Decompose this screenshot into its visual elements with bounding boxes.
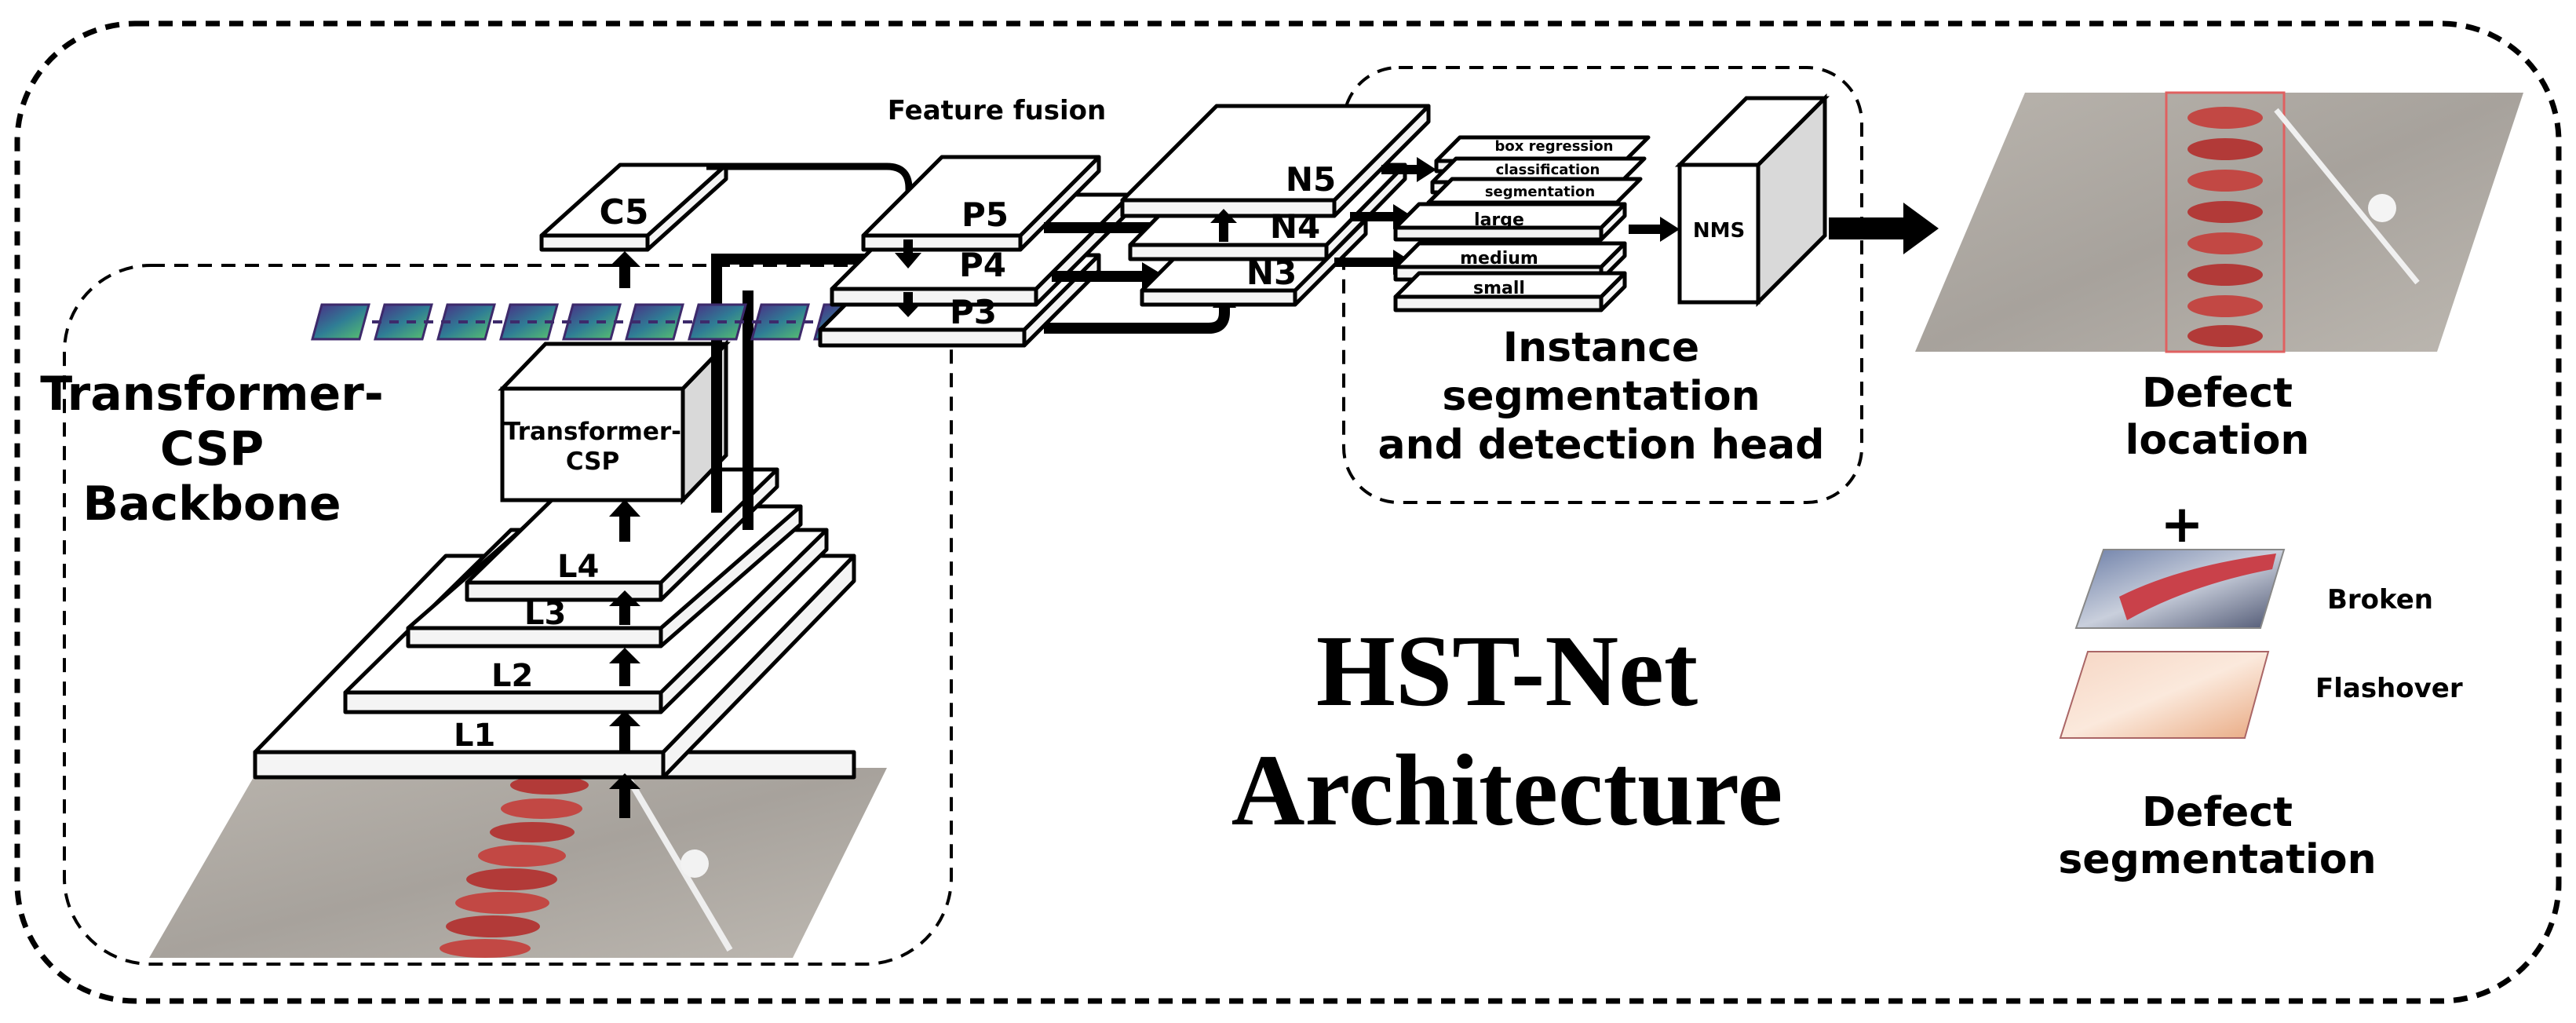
- backbone-label-3: Backbone: [82, 477, 341, 532]
- insulator-string-icon-output: [2187, 107, 2420, 347]
- n3-label: N3: [1246, 254, 1297, 292]
- head-task-classification: classification: [1496, 162, 1600, 178]
- nms-block: [1674, 93, 1830, 308]
- p3-label: P3: [950, 293, 997, 331]
- p4-label: P4: [959, 246, 1006, 284]
- p-downward-arrows: [895, 239, 921, 317]
- head-scale-stack: [1393, 202, 1627, 312]
- c5-label: C5: [600, 192, 649, 232]
- plus-sign: +: [2160, 494, 2203, 554]
- p5-label: P5: [961, 195, 1009, 234]
- n5-label: N5: [1286, 160, 1336, 199]
- detection-bbox: [2165, 91, 2286, 353]
- transformer-csp-label-2: CSP: [566, 448, 619, 476]
- n-upward-arrows: [1210, 209, 1237, 242]
- n5-plate: [1120, 104, 1431, 218]
- head-label-2: segmentation: [1442, 373, 1760, 420]
- defect-segmentation-label-2: segmentation: [2058, 836, 2376, 883]
- broken-sample-image: [2074, 549, 2286, 629]
- input-image: [149, 768, 887, 958]
- main-title-line-2: Architecture: [1231, 734, 1783, 847]
- flashover-sample-image: [2059, 651, 2270, 739]
- output-detection-image: [1915, 91, 2523, 353]
- nms-to-output-arrowhead: [1903, 203, 1939, 254]
- head-scale-small: small: [1473, 279, 1525, 298]
- head-scale-medium: medium: [1460, 249, 1538, 269]
- head-to-nms-arrow: [1629, 225, 1664, 234]
- level-label-l2: L2: [491, 658, 533, 694]
- head-label-1: Instance: [1503, 324, 1699, 371]
- defect-segmentation-label-1: Defect: [2142, 789, 2293, 836]
- head-task-segmentation: segmentation: [1485, 184, 1595, 200]
- flashover-label: Flashover: [2315, 673, 2463, 704]
- backbone-up-arrows: [609, 251, 640, 818]
- broken-label: Broken: [2327, 584, 2433, 616]
- nms-to-output-arrow: [1829, 217, 1907, 239]
- head-region: [1342, 66, 1863, 504]
- defect-location-label-1: Defect: [2142, 370, 2293, 417]
- head-to-nms-arrowhead: [1660, 217, 1680, 242]
- n4-label: N4: [1270, 207, 1320, 246]
- outer-frame: [14, 20, 2562, 1004]
- p5-plate: [861, 155, 1101, 252]
- defect-location-label-2: location: [2125, 417, 2310, 464]
- nms-label: NMS: [1693, 219, 1745, 243]
- feature-fusion-label: Feature fusion: [888, 95, 1106, 126]
- backbone-region: [63, 264, 953, 966]
- transformer-csp-label-1: Transformer-: [504, 418, 681, 446]
- insulator-string-icon: [440, 775, 733, 958]
- main-title-line-1: HST-Net: [1316, 615, 1698, 728]
- head-scale-large: large: [1474, 210, 1524, 230]
- backbone-label-1: Transformer-: [40, 367, 383, 422]
- backbone-label-2: CSP: [160, 422, 264, 477]
- head-task-box-regression: box regression: [1495, 138, 1614, 155]
- c5-plate: [539, 163, 728, 252]
- level-label-l4: L4: [557, 549, 599, 585]
- feature-token-strip: [311, 303, 873, 341]
- level-label-l1: L1: [454, 718, 495, 754]
- head-label-3: and detection head: [1377, 422, 1824, 469]
- c5-to-p5-connector: [706, 163, 913, 218]
- level-label-l3: L3: [524, 596, 566, 632]
